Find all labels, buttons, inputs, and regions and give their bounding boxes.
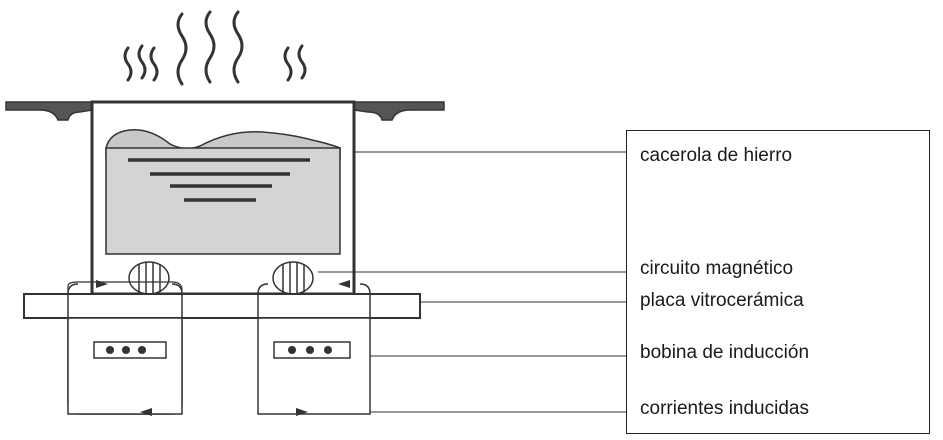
coil-housing-right-body: [257, 317, 371, 415]
heat-lines: [128, 158, 310, 202]
labels-box: [626, 130, 930, 434]
leader-lines: [318, 151, 626, 413]
steam-icon: [123, 10, 307, 86]
label-coil: bobina de inducción: [640, 342, 810, 363]
coil-turns-right: [288, 346, 332, 354]
coil-winding-icon: [272, 261, 314, 295]
countertop: [5, 101, 445, 121]
label-magnetic-circuit: circuito magnético: [640, 258, 794, 279]
coil-turns-left: [106, 346, 146, 354]
arrow-icon: [140, 408, 152, 416]
label-currents: corrientes inducidas: [640, 398, 809, 419]
coil-housing-right: [257, 283, 371, 318]
label-pan: cacerola de hierro: [640, 145, 793, 166]
coil-winding-icon: [128, 261, 170, 295]
glass-plate: [23, 293, 421, 319]
label-glass-plate: placa vitrocerámica: [640, 290, 804, 311]
coil-housing-left-top: [67, 281, 183, 294]
coil-housing-left-body: [67, 317, 183, 415]
arrow-icon: [296, 408, 308, 416]
